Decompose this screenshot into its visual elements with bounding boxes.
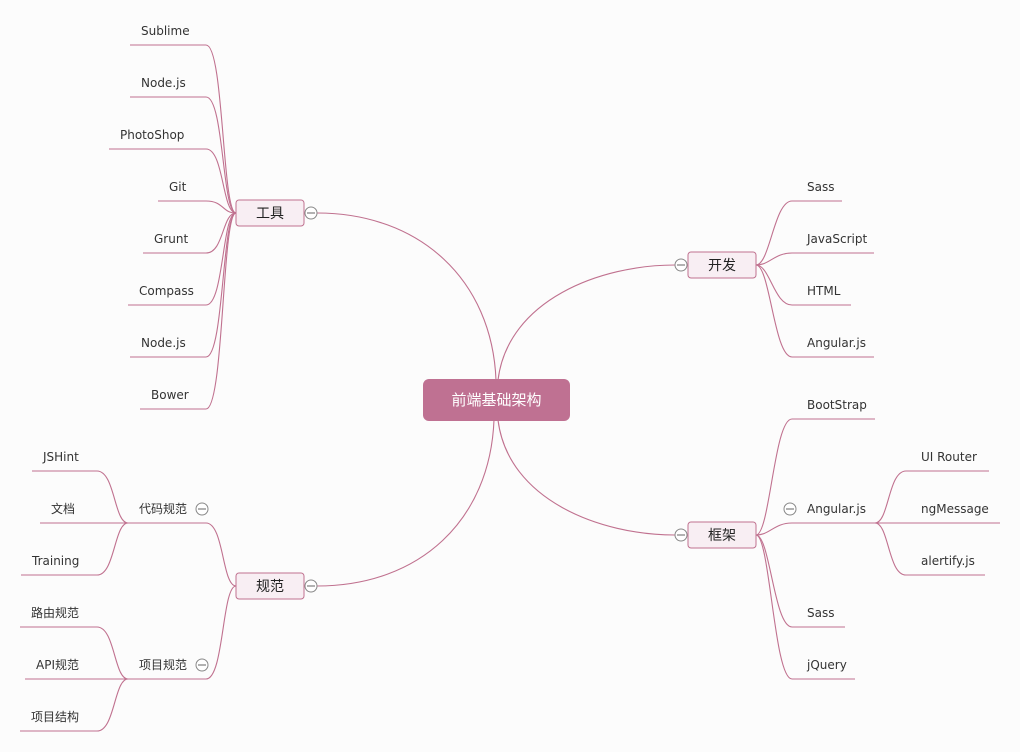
connector-tools [316, 212, 497, 381]
topic-framework-label: 框架 [708, 528, 736, 544]
leaf-topic[interactable]: Angular.js [807, 336, 866, 350]
collapse-icon[interactable] [674, 258, 688, 272]
leaf-connector [128, 585, 237, 680]
leaf-topic[interactable]: Compass [139, 284, 194, 298]
connector-framework [497, 419, 676, 536]
collapse-icon[interactable] [304, 206, 318, 220]
leaf-connector [755, 264, 874, 358]
leaf-topic[interactable]: 项目规范 [139, 657, 187, 672]
leaf-connector [21, 522, 129, 576]
leaf-topic[interactable]: jQuery [806, 658, 847, 672]
leaf-topic[interactable]: Bower [151, 388, 189, 402]
topic-tools[interactable]: 工具 [235, 199, 305, 227]
leaf-connector [128, 522, 237, 587]
leaf-connector [874, 470, 989, 524]
topic-framework[interactable]: 框架 [687, 521, 757, 549]
collapse-icon[interactable] [304, 579, 318, 593]
leaf-topic[interactable]: Node.js [141, 336, 186, 350]
leaf-connector [32, 470, 129, 524]
leaf-connector [128, 212, 237, 306]
leaf-connector [143, 212, 237, 254]
central-topic-label: 前端基础架构 [451, 391, 541, 409]
leaf-connector [874, 522, 985, 576]
collapse-icon[interactable] [195, 658, 209, 672]
leaf-connector [158, 200, 237, 214]
leaf-connector [130, 212, 237, 358]
leaf-connector [130, 96, 237, 214]
leaf-connector [20, 678, 129, 732]
central-topic[interactable]: 前端基础架构 [423, 379, 570, 421]
leaf-connector [755, 418, 875, 536]
topic-spec[interactable]: 规范 [235, 572, 305, 600]
leaf-topic[interactable]: UI Router [921, 450, 977, 464]
leaf-topic[interactable]: 代码规范 [139, 501, 187, 516]
topic-dev[interactable]: 开发 [687, 251, 757, 279]
leaf-topic[interactable]: Sass [807, 180, 834, 194]
leaf-topic[interactable]: Git [169, 180, 187, 194]
collapse-icon[interactable] [783, 502, 797, 516]
leaf-topic[interactable]: PhotoShop [120, 128, 184, 142]
topic-tools-label: 工具 [256, 206, 284, 222]
leaf-topic[interactable]: HTML [807, 284, 841, 298]
leaf-topic[interactable]: Grunt [154, 232, 188, 246]
leaf-topic[interactable]: Sublime [141, 24, 190, 38]
leaf-topic[interactable]: Sass [807, 606, 834, 620]
connector-dev [497, 264, 676, 381]
connector-spec [316, 419, 495, 587]
leaf-topic[interactable]: 文档 [51, 501, 75, 516]
leaf-connector [109, 148, 237, 214]
leaf-topic[interactable]: Angular.js [807, 502, 866, 516]
leaf-connector [755, 534, 855, 680]
leaf-topic[interactable]: JavaScript [806, 232, 867, 246]
topic-dev-label: 开发 [708, 258, 736, 274]
topic-spec-label: 规范 [256, 578, 284, 595]
collapse-icon[interactable] [195, 502, 209, 516]
leaf-topic[interactable]: alertify.js [921, 554, 975, 568]
leaf-topic[interactable]: JSHint [42, 450, 79, 464]
leaf-topic[interactable]: BootStrap [807, 398, 867, 412]
leaf-topic[interactable]: 项目结构 [31, 709, 79, 724]
leaf-connector [755, 252, 874, 266]
leaf-connector [130, 44, 237, 214]
leaf-connector [140, 212, 237, 410]
collapse-icon[interactable] [674, 528, 688, 542]
leaf-topic[interactable]: API规范 [36, 657, 79, 672]
leaf-topic[interactable]: Training [31, 554, 79, 568]
leaf-connector [755, 200, 842, 266]
leaf-connector [20, 626, 129, 680]
leaf-topic[interactable]: 路由规范 [31, 605, 79, 620]
leaf-topic[interactable]: ngMessage [921, 502, 989, 516]
leaf-connector [755, 264, 851, 306]
leaf-topic[interactable]: Node.js [141, 76, 186, 90]
leaf-connector [755, 534, 845, 628]
leaf-connector [755, 522, 875, 536]
